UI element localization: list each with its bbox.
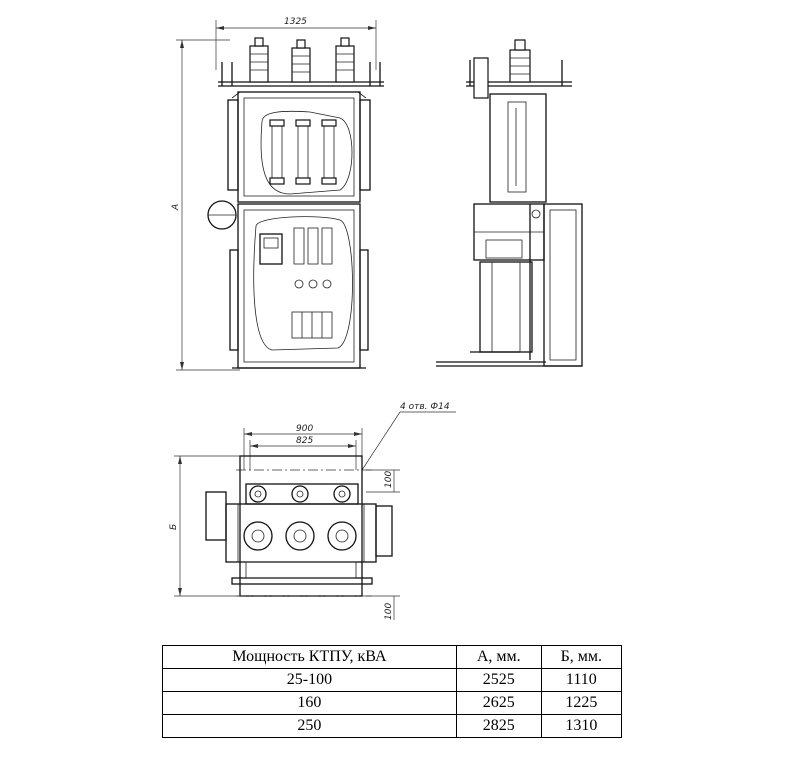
bushing-middle bbox=[291, 39, 311, 83]
plan-view: 900 825 4 отв. Ф14 Б 100 100 bbox=[169, 402, 456, 620]
side-view bbox=[436, 39, 583, 367]
table-row: 250 2825 1310 bbox=[162, 714, 623, 738]
cell-B: 1110 bbox=[540, 668, 623, 692]
front-view: 1325 А bbox=[171, 17, 384, 371]
dim-100-top: 100 bbox=[384, 471, 394, 488]
dim-100-bottom: 100 bbox=[384, 603, 394, 620]
table-header-row: Мощность КТПУ, кВА А, мм. Б, мм. bbox=[162, 645, 623, 669]
cell-power: 160 bbox=[162, 691, 457, 715]
bushing-left bbox=[249, 37, 269, 83]
cell-B: 1310 bbox=[540, 714, 623, 738]
plan-bushings-small bbox=[249, 485, 351, 503]
cell-power: 250 bbox=[162, 714, 457, 738]
cell-A: 2525 bbox=[455, 668, 542, 692]
holes-note: 4 отв. Ф14 bbox=[400, 402, 450, 412]
header-A: А, мм. bbox=[455, 645, 542, 669]
dim-900: 900 bbox=[296, 424, 313, 434]
lv-breakers bbox=[291, 227, 333, 339]
cell-A: 2625 bbox=[455, 691, 542, 715]
cell-A: 2825 bbox=[455, 714, 542, 738]
header-power: Мощность КТПУ, кВА bbox=[162, 645, 457, 669]
cell-power: 25-100 bbox=[162, 668, 457, 692]
dim-A: А bbox=[171, 204, 181, 211]
technical-drawing: 1325 А bbox=[169, 17, 583, 620]
meter bbox=[259, 233, 283, 265]
bushing-right bbox=[335, 37, 355, 83]
fuse-holders bbox=[269, 119, 337, 185]
header-B: Б, мм. bbox=[540, 645, 623, 669]
table-row: 25-100 2525 1110 bbox=[162, 668, 623, 692]
dim-B: Б bbox=[169, 524, 179, 530]
table-row: 160 2625 1225 bbox=[162, 691, 623, 715]
dim-825: 825 bbox=[296, 436, 313, 446]
dim-1325: 1325 bbox=[284, 17, 307, 27]
spec-table: Мощность КТПУ, кВА А, мм. Б, мм. 25-100 … bbox=[162, 645, 623, 738]
side-arrester bbox=[473, 57, 489, 99]
cell-B: 1225 bbox=[540, 691, 623, 715]
plan-bushings-large bbox=[243, 521, 357, 551]
